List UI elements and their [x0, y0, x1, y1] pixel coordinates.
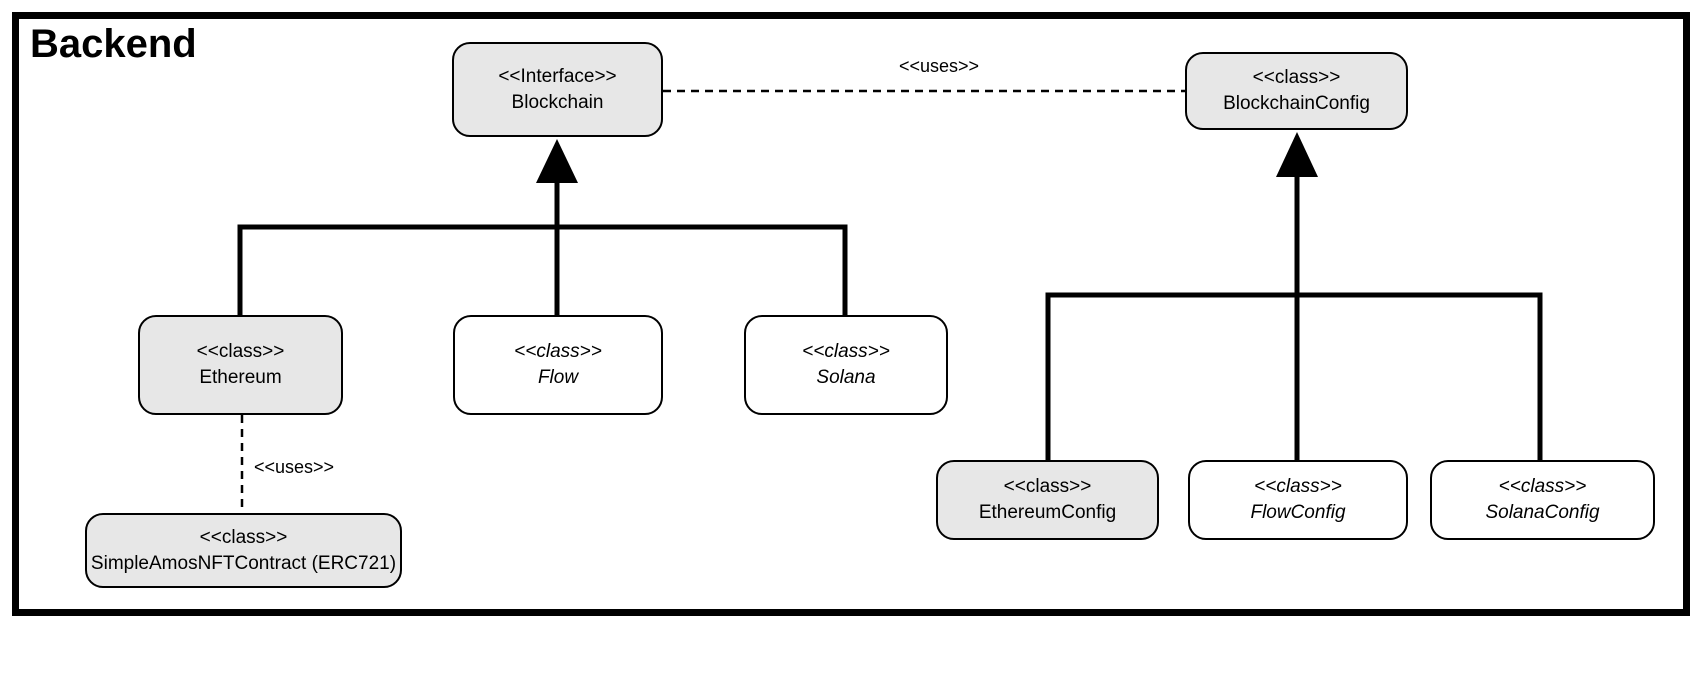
node-flowconfig-stereotype: <<class>>: [1254, 476, 1342, 497]
node-ethereum: <<class>> Ethereum: [138, 315, 343, 415]
node-blockchain: <<Interface>> Blockchain: [452, 42, 663, 137]
node-blockchainconfig-stereotype: <<class>>: [1252, 67, 1341, 88]
node-simpleamosnftcontract: <<class>> SimpleAmosNFTContract (ERC721): [85, 513, 402, 588]
node-solanaconfig: <<class>> SolanaConfig: [1430, 460, 1655, 540]
node-solana-stereotype: <<class>>: [802, 341, 890, 362]
node-flow: <<class>> Flow: [453, 315, 663, 415]
node-ethereumconfig: <<class>> EthereumConfig: [936, 460, 1159, 540]
node-simpleamosnftcontract-stereotype: <<class>>: [199, 526, 288, 548]
node-ethereum-name: Ethereum: [199, 367, 282, 388]
node-flow-name: Flow: [537, 367, 579, 388]
node-simpleamosnftcontract-name: SimpleAmosNFTContract (ERC721): [90, 552, 397, 574]
node-solanaconfig-stereotype: <<class>>: [1498, 476, 1587, 497]
node-ethereumconfig-stereotype: <<class>>: [1003, 476, 1092, 497]
node-blockchain-stereotype: <<Interface>>: [498, 65, 617, 87]
uses-label-top: <<uses>>: [898, 56, 980, 76]
node-ethereum-stereotype: <<class>>: [196, 341, 285, 362]
node-ethereumconfig-name: EthereumConfig: [978, 502, 1117, 523]
uses-label-ethereum: <<uses>>: [254, 457, 335, 477]
node-solana-name: Solana: [816, 367, 876, 388]
node-solanaconfig-name: SolanaConfig: [1485, 502, 1600, 523]
node-blockchain-name: Blockchain: [511, 91, 604, 113]
node-blockchainconfig: <<class>> BlockchainConfig: [1185, 52, 1408, 130]
node-flowconfig: <<class>> FlowConfig: [1188, 460, 1408, 540]
diagram-title: Backend: [30, 22, 197, 66]
node-blockchainconfig-name: BlockchainConfig: [1223, 93, 1370, 114]
node-flowconfig-name: FlowConfig: [1250, 502, 1346, 523]
node-flow-stereotype: <<class>>: [514, 341, 602, 362]
node-solana: <<class>> Solana: [744, 315, 948, 415]
